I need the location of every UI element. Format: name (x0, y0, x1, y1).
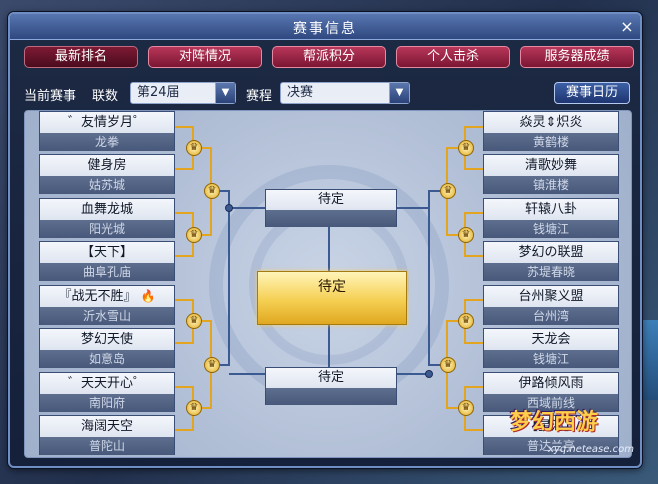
team-name: ゛天天开心゜ (40, 373, 174, 394)
team-name: 梦幻の联盟 (484, 242, 618, 263)
team-name: 伊路倾风雨 (484, 373, 618, 394)
team-server: 阳光城 (40, 220, 174, 238)
semifinal-bottom-server (266, 388, 396, 405)
bracket-team-left-8[interactable]: 海阔天空 普陀山 (39, 415, 175, 455)
league-select[interactable]: 第24届 ▼ (130, 82, 236, 104)
team-name: 天龙会 (484, 329, 618, 350)
team-name: 焱灵⇕炽炎 (484, 112, 618, 133)
team-name: 轩辕八卦 (484, 199, 618, 220)
team-server: 沂水雪山 (40, 307, 174, 325)
team-server: 台州湾 (484, 307, 618, 325)
semifinal-top[interactable]: 待定 (265, 189, 397, 227)
bracket-team-left-2[interactable]: 健身房 姑苏城 (39, 154, 175, 194)
team-server: 曲阜孔庙 (40, 263, 174, 281)
bracket-team-right-5[interactable]: 台州聚义盟 台州湾 (483, 285, 619, 325)
team-server: 如意岛 (40, 350, 174, 368)
team-server: 南阳府 (40, 394, 174, 412)
team-name: 【天下】 (40, 242, 174, 263)
semifinal-top-server (266, 210, 396, 227)
team-server: 镇淮楼 (484, 176, 618, 194)
bracket-team-right-8[interactable]: 【星河】 普达兰亭 (483, 415, 619, 455)
trophy-icon: ♛ (458, 313, 474, 329)
team-server: 西域前线 (484, 394, 618, 412)
bracket-team-left-4[interactable]: 【天下】 曲阜孔庙 (39, 241, 175, 281)
trophy-icon: ♛ (204, 183, 220, 199)
final-name: 待定 (318, 279, 346, 295)
tab-matchups[interactable]: 对阵情况 (148, 46, 262, 68)
bracket-board: ゛友情岁月゜ 龙拳 健身房 姑苏城 血舞龙城 阳光城 【天下】 曲阜孔庙 『战无… (24, 110, 632, 458)
team-server: 龙拳 (40, 133, 174, 151)
bracket-node (225, 204, 233, 212)
site-logo: 梦幻西游 (510, 410, 599, 435)
tab-server-results[interactable]: 服务器成绩 (520, 46, 634, 68)
filter-bar: 当前赛事 联数 第24届 ▼ 赛程 决赛 ▼ 赛事日历 (24, 82, 630, 106)
stage-select[interactable]: 决赛 ▼ (280, 82, 410, 104)
bracket-team-left-6[interactable]: 梦幻天使 如意岛 (39, 328, 175, 368)
trophy-icon: ♛ (186, 313, 202, 329)
team-server: 普陀山 (40, 437, 174, 455)
tab-personal-kills[interactable]: 个人击杀 (396, 46, 510, 68)
bracket-team-right-7[interactable]: 伊路倾风雨 西域前线 (483, 372, 619, 412)
semifinal-bottom[interactable]: 待定 (265, 367, 397, 405)
tab-latest-ranking[interactable]: 最新排名 (24, 46, 138, 68)
team-name: 台州聚义盟 (484, 286, 618, 307)
stage-label: 赛程 (246, 89, 273, 104)
team-name: 清歌妙舞 (484, 155, 618, 176)
bracket-team-right-6[interactable]: 天龙会 钱塘江 (483, 328, 619, 368)
team-name: ゛友情岁月゜ (40, 112, 174, 133)
trophy-icon: ♛ (458, 140, 474, 156)
team-name: 健身房 (40, 155, 174, 176)
flame-icon: 🔥 (140, 289, 156, 303)
semifinal-bottom-name: 待定 (266, 368, 396, 388)
bracket-team-right-3[interactable]: 轩辕八卦 钱塘江 (483, 198, 619, 238)
trophy-icon: ♛ (440, 183, 456, 199)
current-event-label: 当前赛事 (24, 89, 77, 104)
team-server: 钱塘江 (484, 350, 618, 368)
league-value: 第24届 (137, 85, 180, 100)
team-name: 『战无不胜』🔥 (40, 286, 174, 307)
bracket-team-left-5[interactable]: 『战无不胜』🔥 沂水雪山 (39, 285, 175, 325)
team-server: 姑苏城 (40, 176, 174, 194)
bracket-team-right-2[interactable]: 清歌妙舞 镇淮楼 (483, 154, 619, 194)
final-match[interactable]: 待定 (257, 271, 407, 325)
tab-guild-points[interactable]: 帮派积分 (272, 46, 386, 68)
bracket-node (425, 370, 433, 378)
team-name: 血舞龙城 (40, 199, 174, 220)
window-titlebar[interactable]: 赛事信息 × (10, 14, 640, 40)
team-server: 钱塘江 (484, 220, 618, 238)
trophy-icon: ♛ (186, 227, 202, 243)
league-label: 联数 (92, 89, 119, 104)
team-server: 黄鹤楼 (484, 133, 618, 151)
bracket-team-left-1[interactable]: ゛友情岁月゜ 龙拳 (39, 111, 175, 151)
trophy-icon: ♛ (458, 227, 474, 243)
team-name: 海阔天空 (40, 416, 174, 437)
trophy-icon: ♛ (204, 357, 220, 373)
background-scenery (642, 320, 658, 400)
bracket-team-right-1[interactable]: 焱灵⇕炽炎 黄鹤楼 (483, 111, 619, 151)
bracket-team-left-3[interactable]: 血舞龙城 阳光城 (39, 198, 175, 238)
semifinal-top-name: 待定 (266, 190, 396, 210)
close-icon[interactable]: × (620, 17, 634, 36)
window-title: 赛事信息 (293, 21, 357, 37)
bracket-team-right-4[interactable]: 梦幻の联盟 苏堤春晓 (483, 241, 619, 281)
team-name: 【星河】 (484, 416, 618, 437)
team-server: 普达兰亭 (484, 437, 618, 455)
chevron-down-icon[interactable]: ▼ (215, 83, 235, 103)
calendar-button[interactable]: 赛事日历 (554, 82, 630, 104)
trophy-icon: ♛ (186, 140, 202, 156)
team-name: 梦幻天使 (40, 329, 174, 350)
chevron-down-icon[interactable]: ▼ (389, 83, 409, 103)
trophy-icon: ♛ (186, 400, 202, 416)
match-info-window: 赛事信息 × 最新排名 对阵情况 帮派积分 个人击杀 服务器成绩 当前赛事 联数… (8, 12, 642, 468)
bracket-team-left-7[interactable]: ゛天天开心゜ 南阳府 (39, 372, 175, 412)
stage-value: 决赛 (287, 85, 314, 100)
team-server: 苏堤春晓 (484, 263, 618, 281)
trophy-icon: ♛ (440, 357, 456, 373)
trophy-icon: ♛ (458, 400, 474, 416)
site-url: xyq.netease.com (548, 444, 634, 455)
